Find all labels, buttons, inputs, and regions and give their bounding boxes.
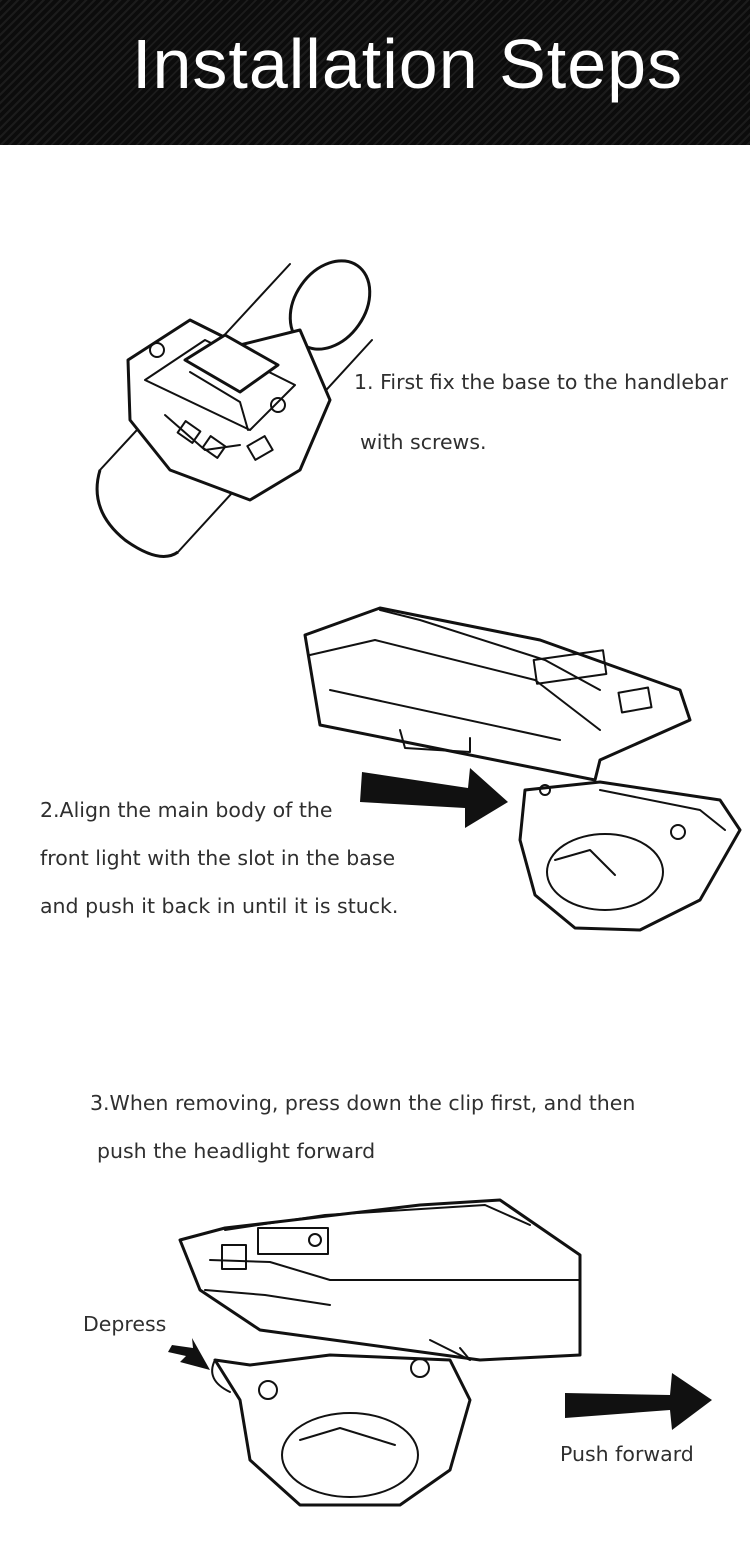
handlebar-mount-illustration — [95, 259, 373, 558]
step2-line3: and push it back in until it is stuck. — [40, 894, 399, 918]
arrow-right-icon — [360, 768, 508, 828]
step2-line1: 2.Align the main body of the — [40, 798, 333, 822]
step2-line2: front light with the slot in the base — [40, 846, 396, 870]
step3-line1: 3.When removing, press down the clip fir… — [90, 1091, 636, 1115]
push-forward-label: Push forward — [560, 1442, 694, 1466]
step1-line1: 1. First fix the base to the handlebar — [354, 370, 728, 394]
arrow-right-icon — [565, 1373, 712, 1430]
headlight-remove-illustration — [168, 1198, 712, 1507]
header-banner: Installation Steps — [0, 0, 750, 145]
headlight-insert-illustration — [303, 606, 742, 932]
step1-line2: with screws. — [360, 430, 487, 454]
page-title: Installation Steps — [132, 25, 684, 103]
depress-label: Depress — [83, 1312, 167, 1336]
step3-line2: push the headlight forward — [97, 1139, 376, 1163]
arrow-down-right-icon — [168, 1338, 210, 1370]
